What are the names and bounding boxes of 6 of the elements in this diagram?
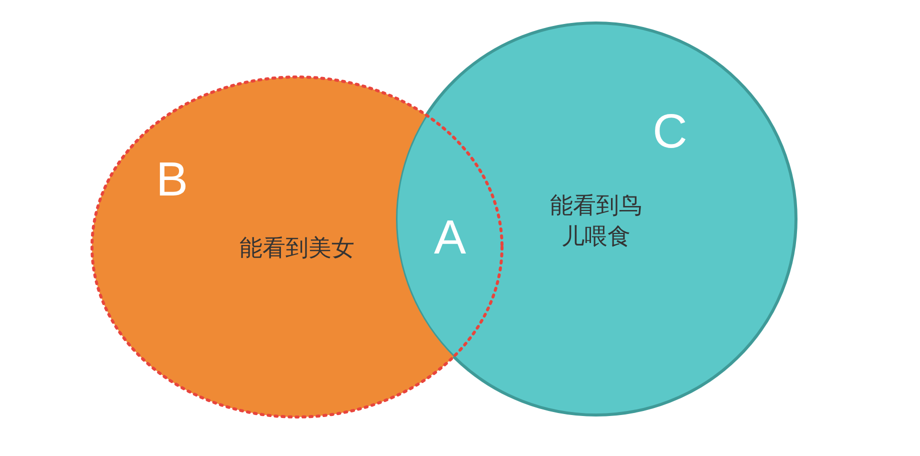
set-description: 能看到鸟儿喂食 [549, 192, 643, 252]
venn-ellipse [90, 75, 504, 419]
set-letter: C [652, 104, 688, 160]
intersection-letter: A [434, 210, 466, 266]
set-description: 能看到美女 [238, 234, 356, 264]
set-letter: B [156, 152, 188, 208]
